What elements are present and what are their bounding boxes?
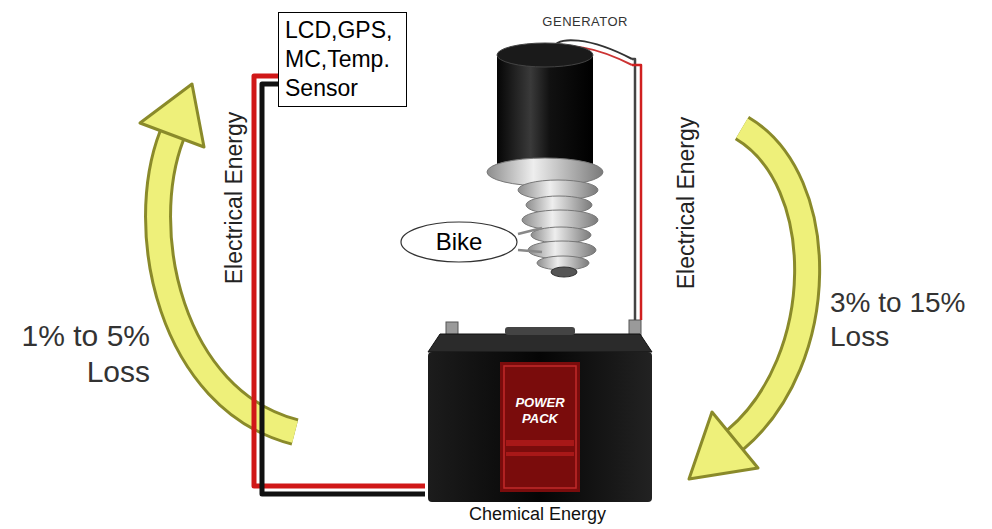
brand-label: POWER PACK	[500, 395, 580, 427]
loss-arrow	[140, 84, 295, 432]
wire-line	[632, 59, 635, 320]
wire-line	[632, 65, 641, 320]
wire	[518, 228, 542, 252]
battery	[428, 320, 652, 502]
wire-line	[518, 250, 542, 252]
node-text: LCD,GPS, MC,Temp. Sensor	[285, 16, 400, 103]
wire-line	[262, 84, 425, 494]
loss-label: 1% to 5% Loss	[0, 318, 150, 390]
loss-label: 3% to 15% Loss	[830, 286, 980, 354]
wire	[632, 59, 641, 320]
wire	[254, 76, 425, 494]
node-text: Bike	[436, 228, 483, 256]
loss-arrow	[689, 128, 807, 479]
energy-label: Electrical Energy	[673, 117, 700, 290]
energy-label: Electrical Energy	[221, 112, 248, 285]
device-box: LCD,GPS, MC,Temp. Sensor	[278, 12, 407, 107]
bike-ellipse: Bike	[400, 221, 518, 263]
wire-line	[254, 76, 425, 486]
wire-line	[518, 228, 542, 234]
node-text: GENERATOR	[482, 14, 628, 29]
node-text: Chemical Energy	[469, 504, 606, 525]
